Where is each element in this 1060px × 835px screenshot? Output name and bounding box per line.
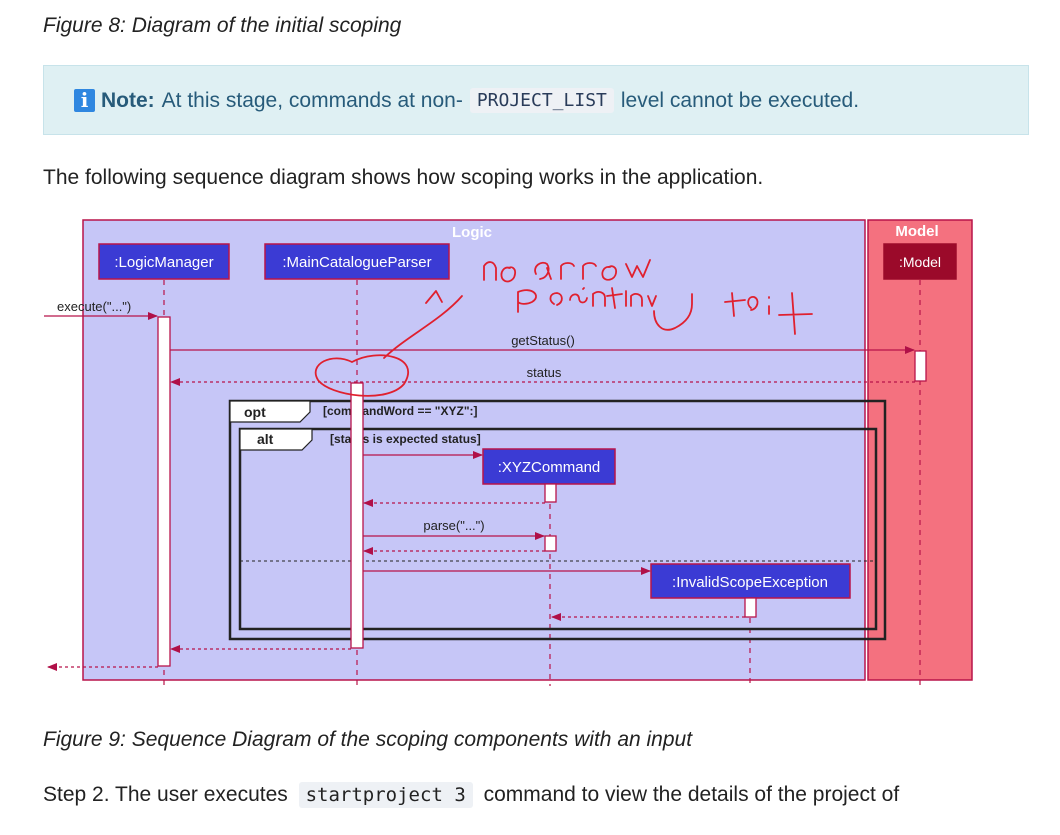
opt-fragment — [228, 399, 887, 641]
note-text-before: At this stage, commands at non- — [161, 88, 463, 112]
figure-9-caption: Figure 9: Sequence Diagram of the scopin… — [43, 728, 693, 751]
note-box: i Note: At this stage, commands at non- … — [43, 65, 1029, 135]
opt-label: opt — [244, 404, 266, 420]
model-box-title: Model — [895, 223, 938, 240]
step-2-code: startproject 3 — [298, 782, 473, 808]
logic-manager-head — [98, 243, 230, 280]
exception-label: :InvalidScopeException — [672, 574, 828, 591]
note-content: i Note: At this stage, commands at non- … — [74, 88, 859, 113]
exception-activation — [744, 597, 757, 618]
step-2-text-after: command to view the details of the proje… — [483, 783, 900, 806]
sequence-diagram: Logic Model :LogicManager :MainCatalogue… — [44, 219, 973, 686]
model-label: :Model — [899, 254, 941, 270]
alt-label-tab — [239, 428, 313, 451]
handwritten-annotation — [314, 259, 813, 397]
parse-label: parse("...") — [423, 518, 484, 533]
note-text-after: level cannot be executed. — [620, 88, 860, 112]
alt-fragment — [238, 427, 878, 631]
get-status-label: getStatus() — [511, 333, 575, 348]
logic-box-title: Logic — [452, 224, 492, 241]
logic-box — [82, 219, 866, 681]
parser-label: :MainCatalogueParser — [282, 254, 431, 271]
alt-guard: [status is expected status] — [330, 432, 481, 446]
model-activation — [914, 350, 927, 382]
opt-label-tab — [229, 400, 311, 423]
xyz-command-label: :XYZCommand — [498, 459, 601, 476]
model-head — [883, 243, 957, 280]
execute-label: execute("...") — [57, 299, 131, 314]
note-label: Note: — [101, 88, 155, 112]
note-code: PROJECT_LIST — [469, 88, 614, 113]
figure-8-caption: Figure 8: Diagram of the initial scoping — [43, 14, 402, 37]
alt-label: alt — [257, 431, 274, 447]
step-2-text-before: Step 2. The user executes — [43, 783, 288, 806]
opt-guard: [commandWord == "XYZ":] — [323, 404, 478, 418]
status-label: status — [527, 365, 562, 380]
xyz-activation-2 — [544, 535, 557, 552]
step-2-paragraph: Step 2. The user executes startproject 3… — [43, 782, 900, 808]
logic-manager-activation — [157, 316, 171, 667]
intro-paragraph: The following sequence diagram shows how… — [43, 166, 764, 189]
parser-activation — [350, 382, 364, 649]
info-icon: i — [74, 89, 95, 112]
parser-head — [264, 243, 450, 280]
xyz-activation-1 — [544, 483, 557, 503]
logic-manager-label: :LogicManager — [114, 254, 213, 271]
